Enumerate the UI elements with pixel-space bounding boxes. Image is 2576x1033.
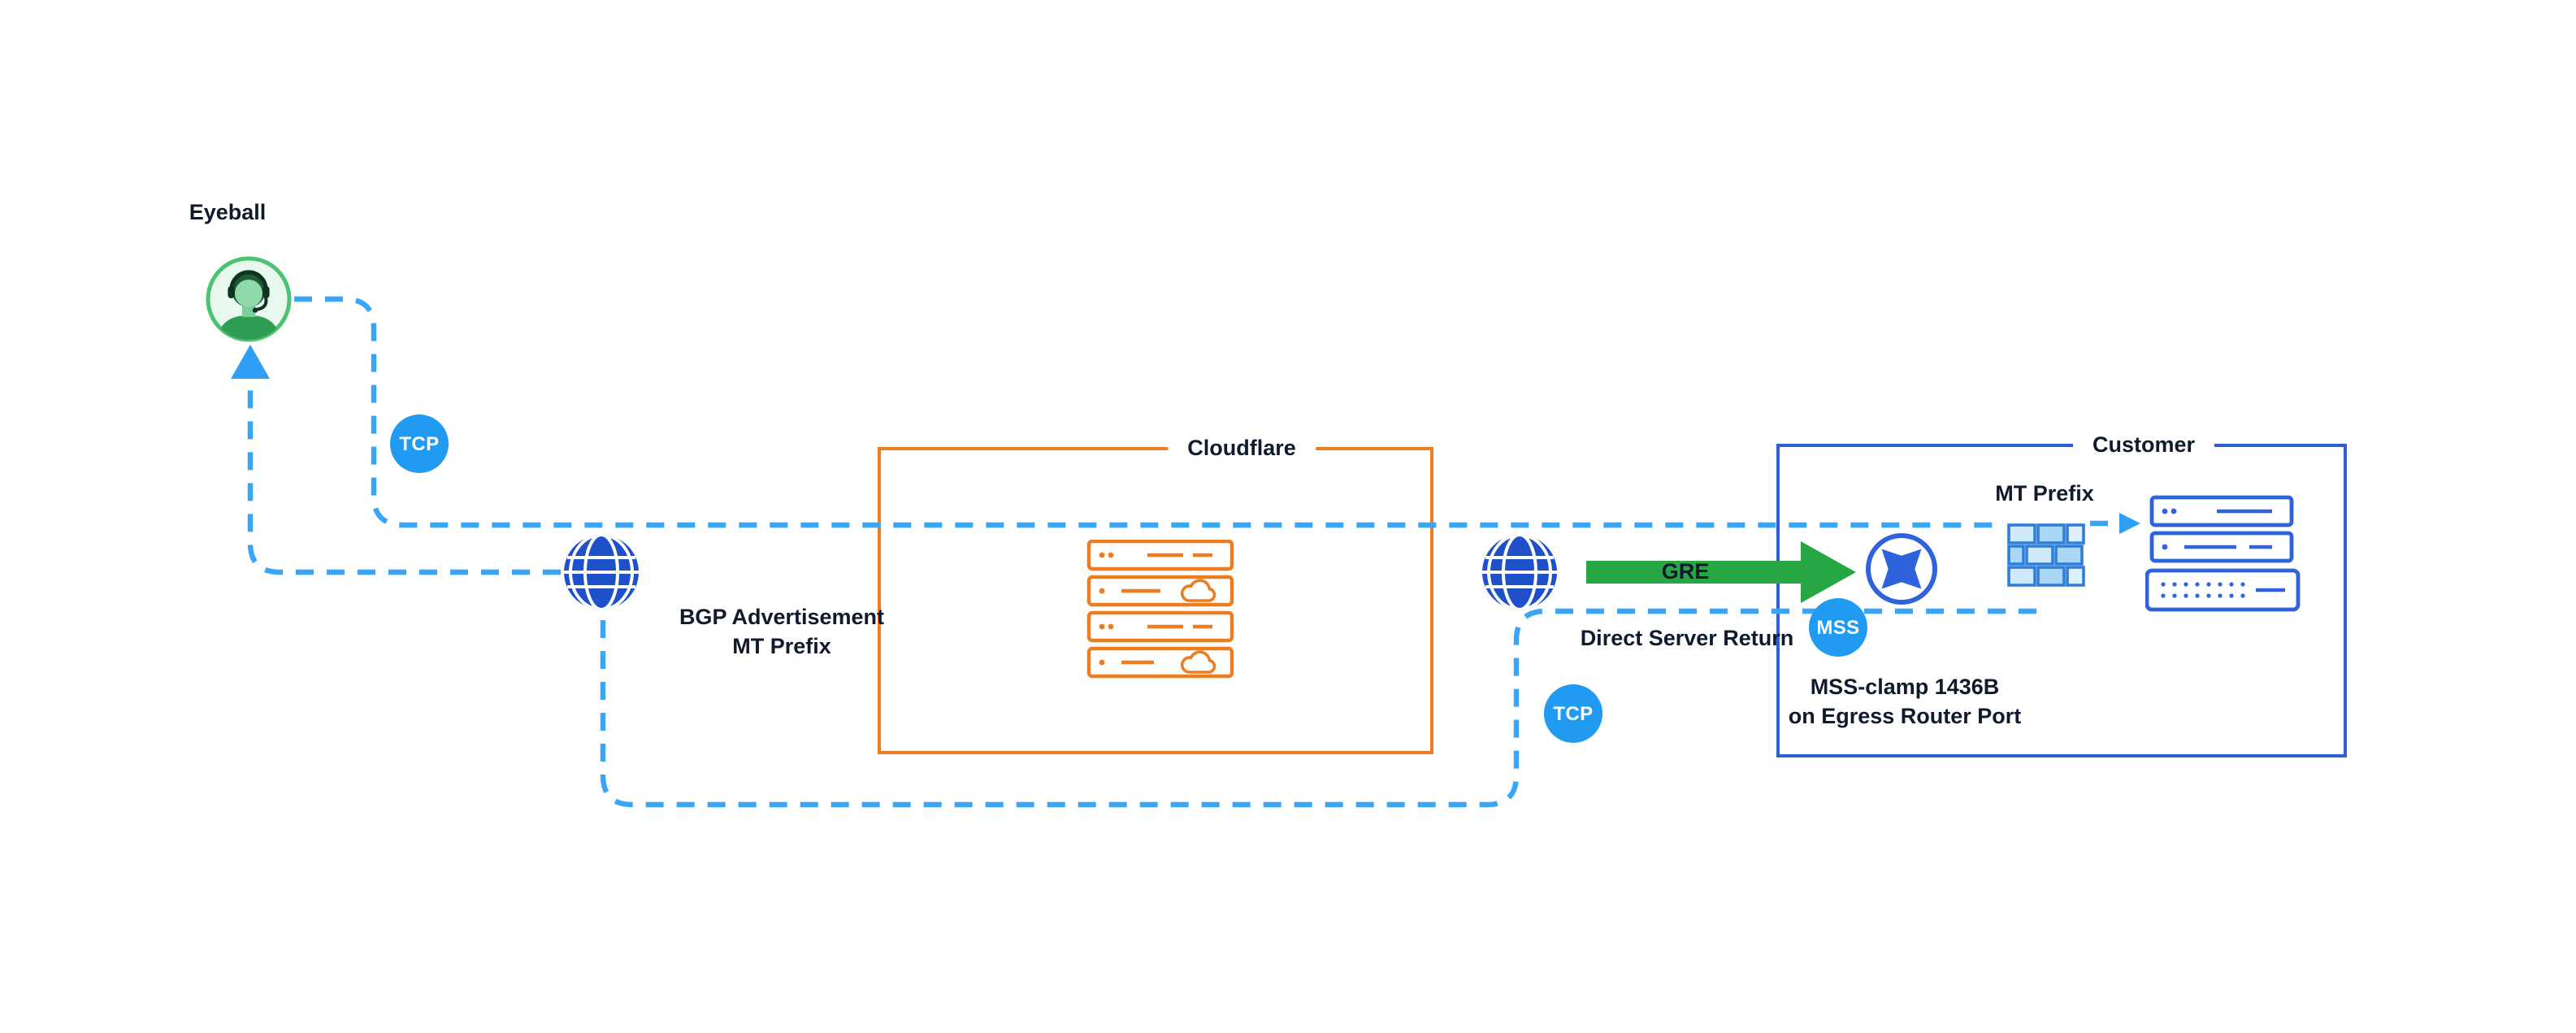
router-icon <box>1866 533 1937 605</box>
customer-mt-prefix-label: MT Prefix <box>1995 481 2094 506</box>
gre-label: GRE <box>1661 559 1710 584</box>
customer-box-label: Customer <box>2072 431 2215 460</box>
return-to-eyeball-path <box>247 377 561 575</box>
mss-clamp-note-line2: on Egress Router Port <box>1788 703 2022 727</box>
tcp-badge-lower: TCP <box>1544 684 1602 743</box>
eyeball-arrowhead-icon <box>231 345 270 379</box>
bgp-annotation-line2: MT Prefix <box>732 633 831 658</box>
firewall-icon <box>2007 523 2085 587</box>
server-stack-icon <box>2145 495 2301 612</box>
return-traffic-path <box>600 608 2036 808</box>
server-stack-icon <box>1086 540 1234 679</box>
bgp-annotation: BGP Advertisement MT Prefix <box>650 603 913 660</box>
forward-traffic-path <box>294 296 2002 528</box>
cloud-icon <box>1180 579 1216 674</box>
direct-server-return-label: Direct Server Return <box>1580 626 1794 650</box>
cloudflare-box: Cloudflare <box>878 434 1433 754</box>
customer-box: Customer <box>1776 431 2347 757</box>
cloudflare-box-label: Cloudflare <box>1168 434 1316 463</box>
servers-arrowhead-icon <box>2119 513 2140 534</box>
person-with-headset-icon <box>206 256 292 342</box>
mss-clamp-note-line1: MSS-clamp 1436B <box>1810 675 2000 699</box>
mss-badge: MSS <box>1809 598 1867 657</box>
eyeball-label: Eyeball <box>189 200 267 224</box>
globe-icon <box>564 535 639 610</box>
mss-clamp-note: MSS-clamp 1436B on Egress Router Port <box>1742 673 2067 730</box>
globe-icon <box>1482 535 1557 610</box>
gre-arrow-icon <box>1586 541 1856 603</box>
tcp-badge-upper: TCP <box>390 415 449 473</box>
bgp-annotation-line1: BGP Advertisement <box>679 605 885 629</box>
